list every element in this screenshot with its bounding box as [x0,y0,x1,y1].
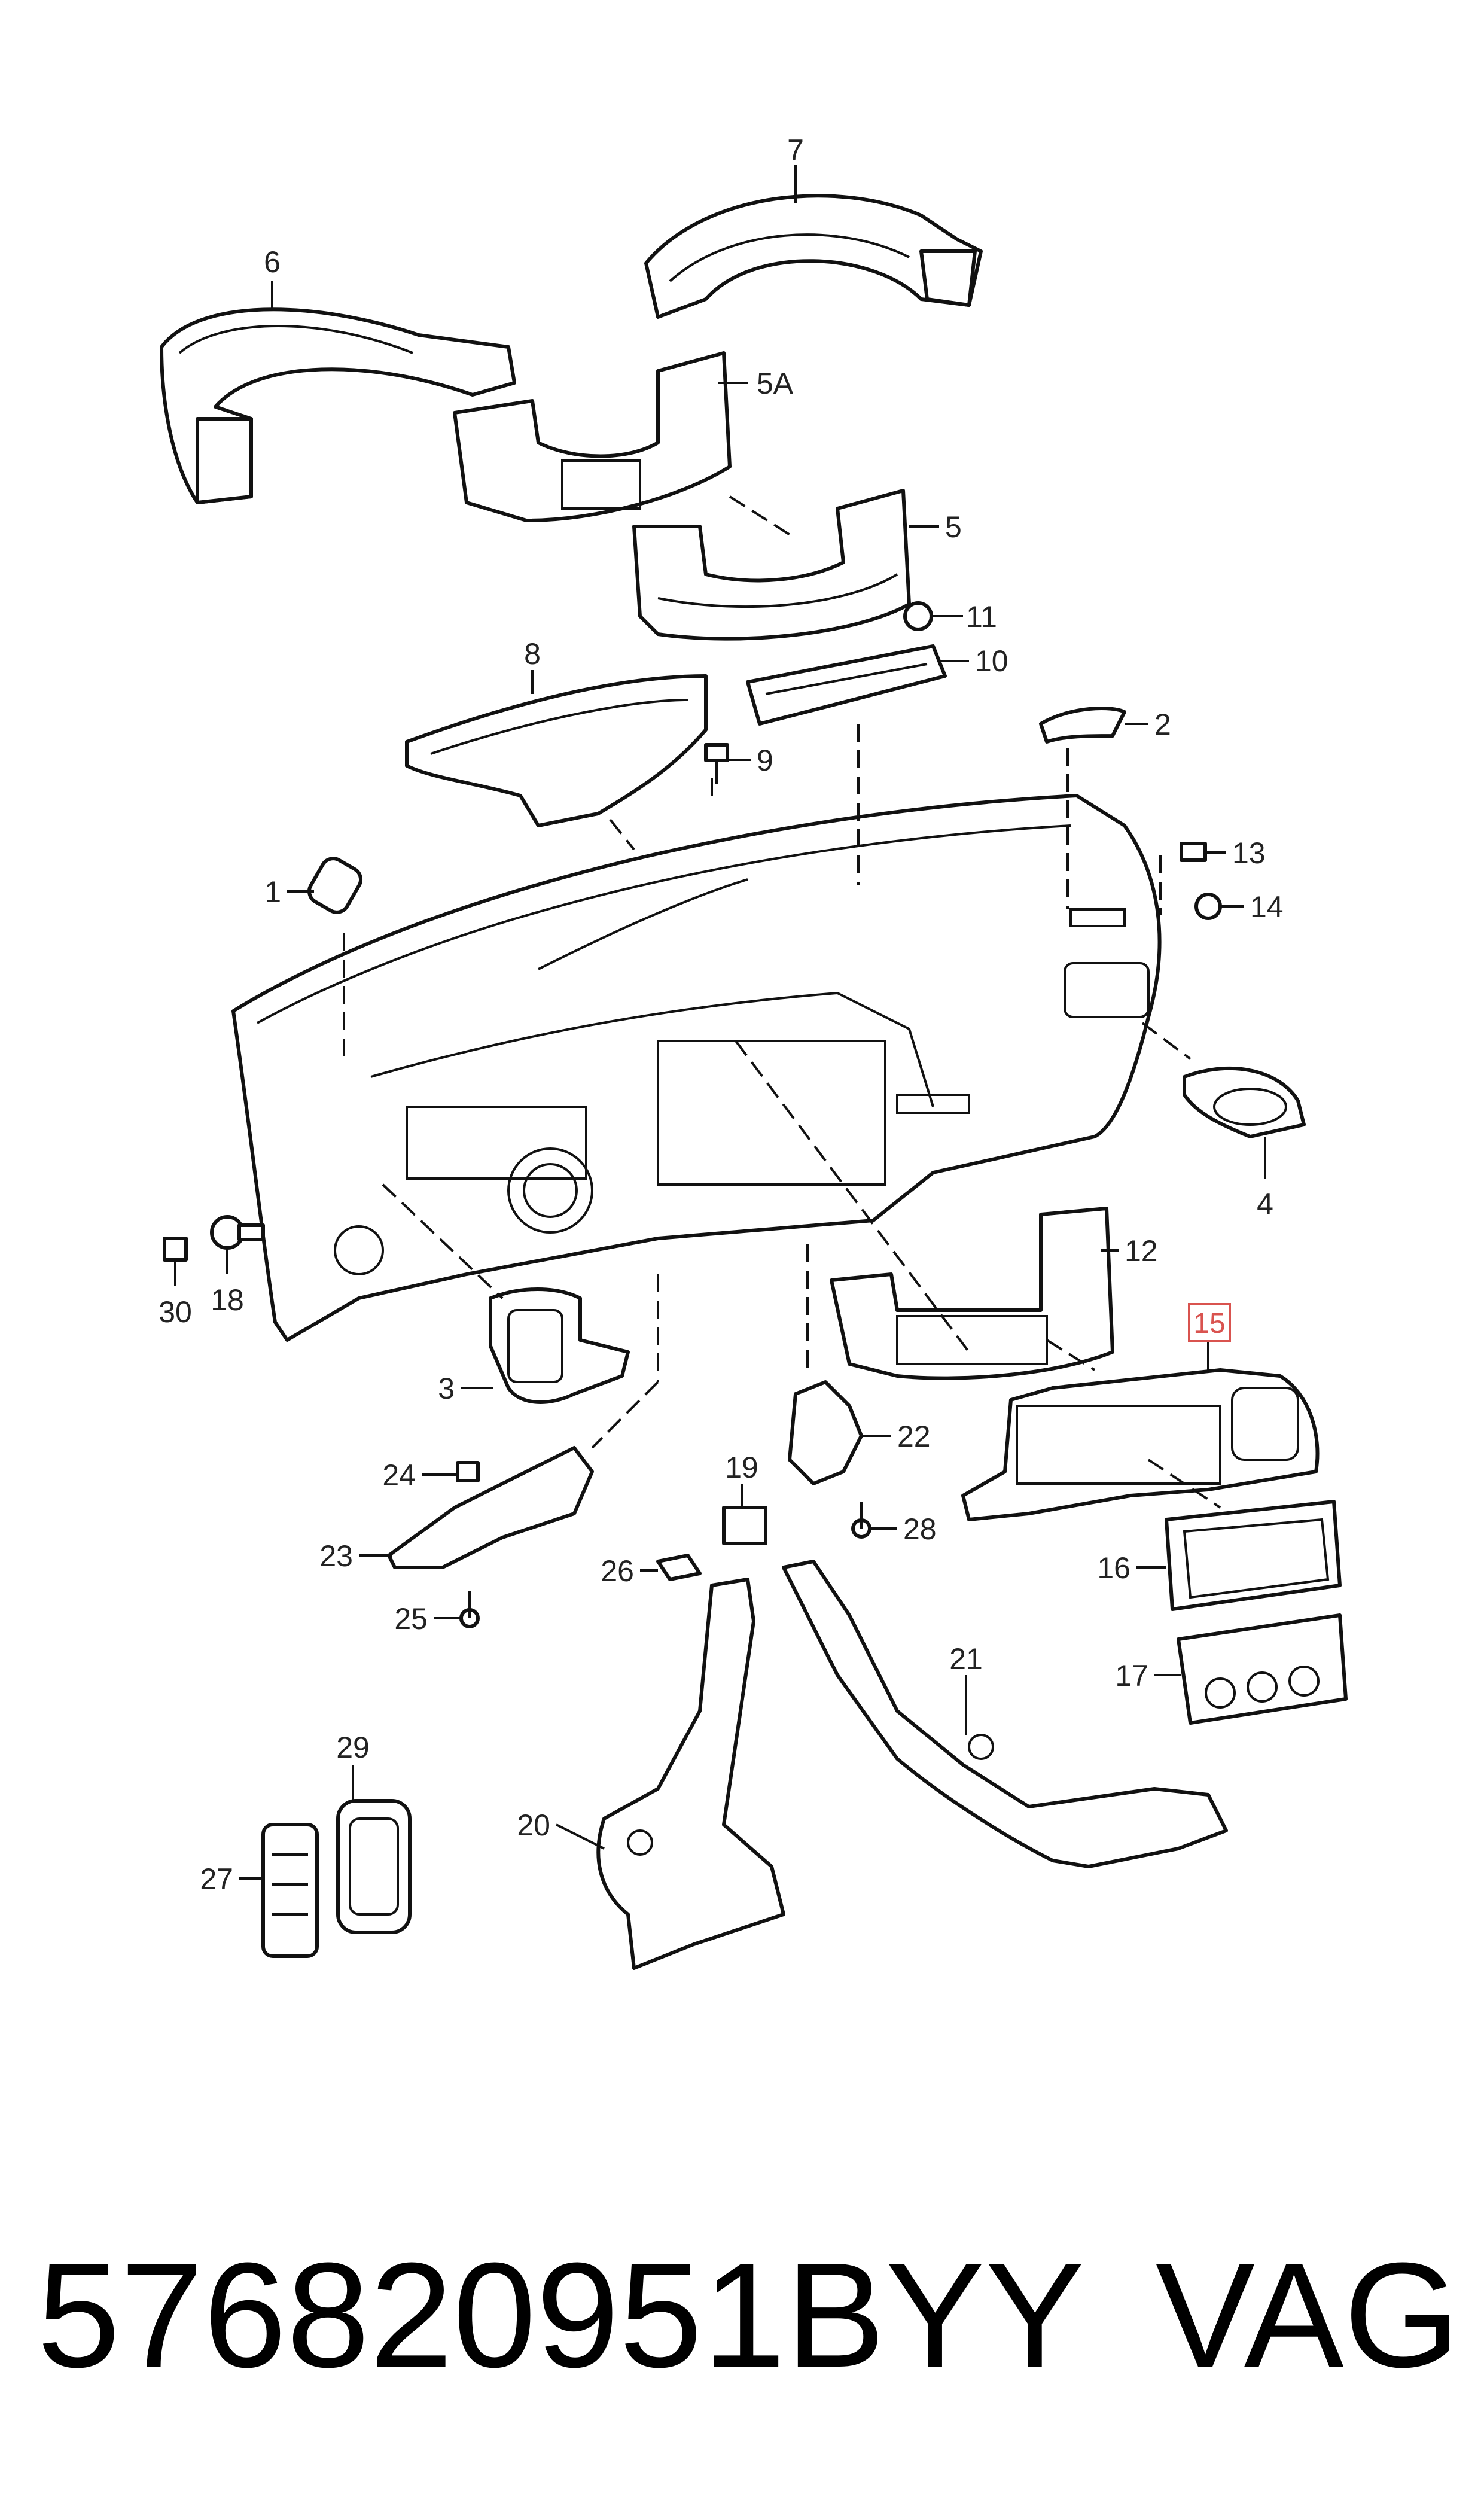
part-27-vent-grille [261,1823,319,1958]
part-22-bracket [788,1380,863,1485]
callout-1: 1 [264,875,281,909]
part-6-left-air-duct [160,307,516,504]
part-4-right-vent [1183,1066,1306,1138]
part-5-center-frame [632,489,911,641]
callout-13: 13 [1232,836,1266,870]
part-16-display [1165,1500,1342,1611]
callout-10: 10 [975,644,1008,678]
callout-19: 19 [725,1451,758,1484]
leader-lines [174,165,1266,1880]
part-number: 576820951BYY [37,2231,1085,2398]
part-24-clip [456,1461,480,1482]
part-28-screw [851,1502,871,1539]
callout-20: 20 [517,1808,550,1842]
callout-24: 24 [382,1459,416,1492]
part-7-upper-air-duct [644,194,983,319]
callout-26: 26 [601,1554,634,1588]
callout-5a: 5A [757,367,794,400]
callout-28: 28 [903,1512,937,1546]
callout-18: 18 [211,1283,244,1317]
callout-21: 21 [949,1642,983,1676]
footer: 576820951BYY VAG [0,2225,1484,2405]
part-9-clip [704,743,729,784]
assembly-dashed-lines [343,495,1221,1509]
callout-7: 7 [787,133,804,167]
part-13-clip [1180,842,1207,862]
callout-27: 27 [200,1862,233,1896]
callout-15: 15 [1193,1308,1225,1339]
part-21-right-floor-duct [782,1560,1228,1868]
part-30-switch [163,1237,188,1262]
callout-11: 11 [966,600,997,634]
part-25-screw [459,1591,480,1628]
callout-3: 3 [438,1372,455,1405]
part-20-left-floor-duct [596,1578,785,1970]
callout-2: 2 [1154,708,1171,741]
callout-9: 9 [757,744,773,777]
callout-22: 22 [897,1420,931,1453]
part-14-clip [1194,893,1222,920]
callout-30: 30 [159,1295,192,1329]
part-10-vent-strip [746,644,947,726]
part-26-clip [656,1554,702,1581]
part-19-block [722,1506,767,1545]
callout-14: 14 [1250,890,1284,924]
callout-17: 17 [1115,1659,1148,1692]
callout-5: 5 [945,510,962,544]
callout-25: 25 [394,1602,428,1636]
callout-15-highlight-box [1188,1303,1231,1342]
brand-label: VAG [1155,2231,1460,2398]
callout-23: 23 [319,1539,353,1573]
part-2-small-vent [1039,707,1126,744]
callout-4: 4 [1257,1188,1273,1221]
callout-6: 6 [264,245,281,279]
callout-labels: 7 6 5A 5 11 8 10 9 2 1 13 14 4 12 15 16 … [159,133,1283,1896]
part-8-defroster-duct [405,674,708,827]
part-11-nut [903,601,933,631]
callout-29: 29 [336,1731,370,1764]
callout-12: 12 [1125,1234,1158,1268]
part-12-trim-panel [830,1207,1114,1380]
part-23-lower-left-duct [387,1446,594,1569]
part-15-center-trim [961,1368,1320,1521]
part-5a-center-duct [453,351,732,522]
part-1-side-vent [307,857,362,914]
part-18-switch [210,1215,265,1250]
part-3-left-lower-vent [489,1287,630,1404]
callout-8: 8 [524,637,541,671]
dashboard-main-body [231,794,1162,1342]
part-17-climate-panel [1177,1613,1348,1725]
part-29-vent-housing [336,1799,412,1934]
callout-16: 16 [1097,1551,1130,1585]
